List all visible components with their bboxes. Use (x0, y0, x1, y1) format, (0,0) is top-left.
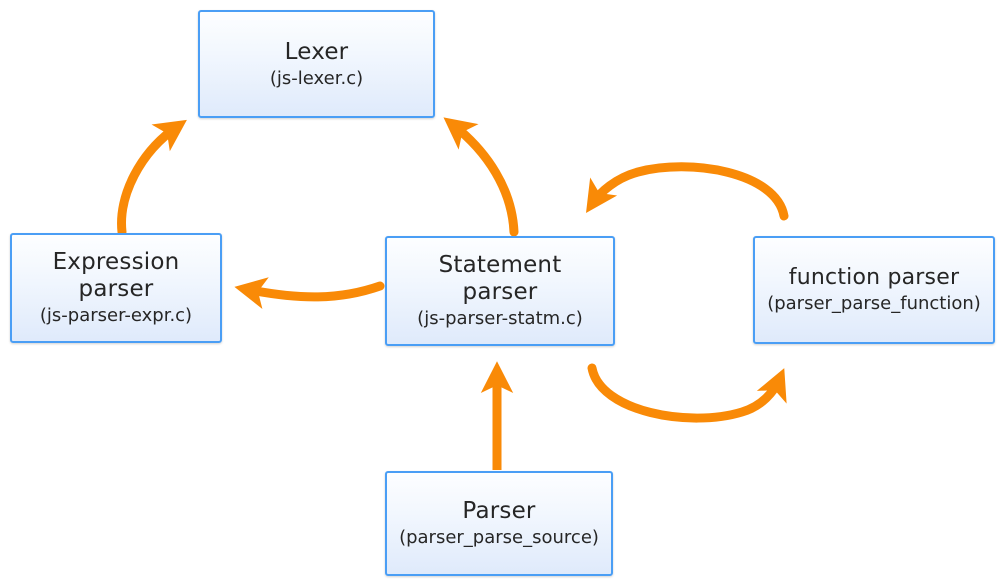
node-statement-parser-title-line1: Statement (438, 252, 562, 279)
node-statement-parser[interactable]: Statement parser (js-parser-statm.c) (385, 236, 615, 346)
node-function-parser[interactable]: function parser (parser_parse_function) (753, 236, 995, 344)
node-lexer-title: Lexer (284, 38, 349, 65)
arrow-statement-parser-to-expression-parser (234, 277, 385, 310)
node-lexer[interactable]: Lexer (js-lexer.c) (198, 10, 435, 118)
node-parser-title: Parser (462, 498, 536, 525)
node-expression-parser-title-line1: Expression (52, 249, 180, 276)
node-parser[interactable]: Parser (parser_parse_source) (385, 471, 613, 576)
node-expression-parser-subtitle: (js-parser-expr.c) (39, 305, 193, 327)
node-expression-parser-title-line2: parser (78, 276, 154, 303)
node-parser-subtitle: (parser_parse_source) (399, 527, 599, 549)
arrow-function-parser-to-statement-parser (586, 162, 789, 221)
node-function-parser-subtitle: (parser_parse_function) (767, 293, 981, 315)
node-lexer-subtitle: (js-lexer.c) (269, 67, 364, 89)
node-expression-parser[interactable]: Expression parser (js-parser-expr.c) (10, 233, 222, 343)
node-statement-parser-title-line2: parser (462, 279, 538, 306)
node-function-parser-title: function parser (788, 265, 960, 291)
arrow-statement-parser-to-function-parser (587, 363, 787, 423)
arrow-expression-parser-to-lexer (117, 119, 187, 237)
arrow-statement-parser-to-lexer (443, 117, 519, 237)
node-statement-parser-subtitle: (js-parser-statm.c) (417, 308, 583, 330)
